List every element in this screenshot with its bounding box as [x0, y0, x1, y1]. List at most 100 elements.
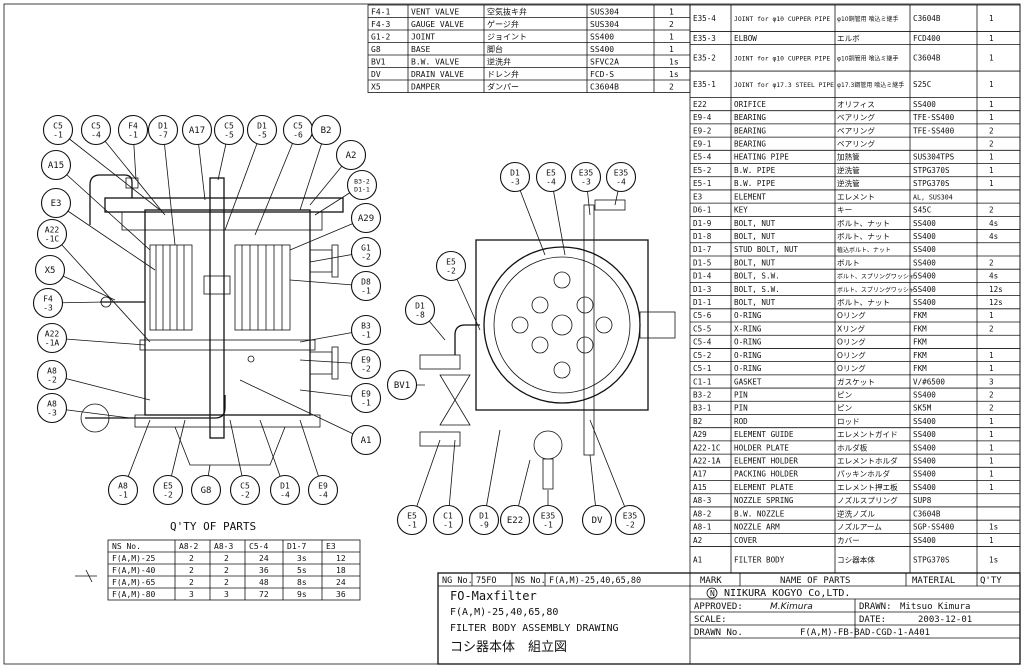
top-table-no: BV1: [371, 57, 386, 66]
parts-row-material: FKM: [913, 324, 927, 333]
parts-row-material: C3604B: [913, 509, 941, 518]
balloon-right: D1-8: [415, 302, 425, 320]
parts-row-mark: E3: [693, 192, 702, 201]
parts-row-material: SS400: [913, 483, 936, 492]
top-table-jp: 空気抜キ弁: [487, 6, 527, 16]
qty-cell: 9s: [297, 590, 307, 599]
qty-header: C5-4: [249, 542, 268, 551]
parts-row-qty: 1: [989, 34, 994, 43]
balloon-right: E5-2: [446, 258, 456, 276]
parts-row-material: SS400: [913, 470, 936, 479]
scale-label: SCALE:: [694, 615, 727, 625]
parts-row-qty: 2: [989, 206, 994, 215]
parts-row-mark: A2: [693, 536, 702, 545]
top-view-center: [551, 314, 573, 336]
product-name: FO-Maxfilter: [450, 589, 537, 603]
parts-row-material: FKM: [913, 311, 927, 320]
parts-row-mark: A1: [693, 556, 703, 565]
parts-row-mark: C5-1: [693, 364, 712, 373]
balloon-circle: [246, 114, 278, 146]
top-table-jp: ドレン弁: [487, 69, 519, 79]
parts-row-name: B.W. PIPE: [734, 166, 776, 175]
balloon-circle: [605, 161, 637, 193]
bw-valve: [439, 374, 471, 426]
balloon-right: DV: [592, 516, 603, 526]
parts-row-qty: 1s: [989, 523, 998, 532]
balloon-circle: [346, 169, 378, 201]
parts-row-mark: E9-2: [693, 126, 711, 135]
balloon-circle: [350, 348, 382, 380]
parts-row-name: BOLT, NUT: [734, 232, 776, 241]
qty-cell: 36: [259, 566, 269, 575]
top-table-qty: 2: [669, 82, 674, 91]
top-table-qty: 1: [669, 45, 674, 54]
parts-row-qty: 1: [989, 100, 994, 109]
parts-row-qty: 1: [989, 80, 994, 89]
parts-row-jp: ホルダ板: [837, 442, 868, 452]
balloon-left: X5: [45, 266, 56, 276]
balloon-left: G8: [201, 486, 212, 496]
qty-cell: 2: [224, 578, 229, 587]
parts-row-mark: C5-6: [693, 311, 712, 320]
parts-row-mark: E9-1: [693, 139, 712, 148]
top-table-material: SS400: [590, 45, 614, 54]
qty-header: NS No.: [112, 542, 141, 551]
parts-row-jp: ボルト、ナット: [837, 232, 890, 241]
parts-row-name: NOZZLE SPRING: [734, 496, 794, 505]
parts-row-jp: 植込ボルト、ナット: [837, 246, 891, 254]
balloon-circle: [570, 161, 602, 193]
qty-cell: 12: [336, 554, 346, 563]
qty-header: E3: [326, 542, 336, 551]
balloon-left: A8-1: [118, 482, 128, 500]
top-table-jp: 脚台: [487, 44, 503, 54]
balloon-left: G1-2: [361, 244, 371, 262]
parts-row-name: ORIFICE: [734, 100, 766, 109]
parts-row-mark: D1-7: [693, 245, 711, 254]
balloon-right: E22: [507, 516, 523, 526]
parts-row-material: V/#6500: [913, 377, 945, 386]
balloon-circle: [107, 474, 139, 506]
balloon-left: E3: [51, 199, 62, 209]
parts-row-name: O-RING: [734, 311, 762, 320]
balloon-circle: [36, 218, 68, 250]
balloon-left: C5-2: [240, 482, 250, 500]
parts-row-qty: 1: [989, 443, 994, 452]
side-nozzle: [639, 311, 676, 339]
parts-row-mark: A8-3: [693, 496, 711, 505]
balloon-circle: [432, 504, 464, 536]
parts-row-jp: Oリング: [837, 310, 866, 320]
top-table-jp: ダンパー: [487, 81, 519, 91]
parts-row-jp: ピン: [837, 390, 852, 399]
top-table-name: BASE: [411, 45, 430, 54]
top-table-qty: 1: [669, 7, 674, 16]
parts-row-material: SS400: [913, 457, 936, 466]
parts-row-jp: ボルト、ナット: [837, 219, 890, 228]
qty-table-title: Q'TY OF PARTS: [170, 520, 256, 533]
parts-row-qty: 1: [989, 417, 994, 426]
ns-value: F(A,M)-25,40,65,80: [549, 576, 641, 586]
top-table-name: DRAIN VALVE: [411, 70, 464, 79]
parts-row-mark: A17: [693, 470, 707, 479]
parts-row-material: SS400: [913, 245, 936, 254]
parts-row-material: TFE·SS400: [913, 126, 955, 135]
top-table-no: X5: [371, 82, 381, 91]
parts-row-qty: 1: [989, 470, 994, 479]
parts-row-name: ELEMENT: [734, 192, 766, 201]
balloon-circle: [152, 474, 184, 506]
parts-row-name: BOLT, S.W.: [734, 272, 780, 281]
balloon-circle: [404, 294, 436, 326]
parts-row-name: BEARING: [734, 113, 766, 122]
parts-row-mark: C5-4: [693, 338, 712, 347]
element-holder: [139, 339, 316, 351]
rod-collar: [203, 275, 231, 295]
top-table-name: VENT VALVE: [411, 7, 459, 16]
parts-row-qty: 1: [989, 166, 994, 175]
parts-row-material: STPG370S: [913, 556, 950, 565]
parts-row-material: SS400: [913, 443, 936, 452]
balloon-circle: [532, 504, 564, 536]
parts-row-name: ELEMENT PLATE: [734, 483, 794, 492]
top-table-name: B.W. VALVE: [411, 57, 459, 66]
balloon-left: A8-3: [47, 400, 57, 418]
parts-row-qty: 4s: [989, 219, 998, 228]
parts-row-name: COVER: [734, 536, 757, 545]
